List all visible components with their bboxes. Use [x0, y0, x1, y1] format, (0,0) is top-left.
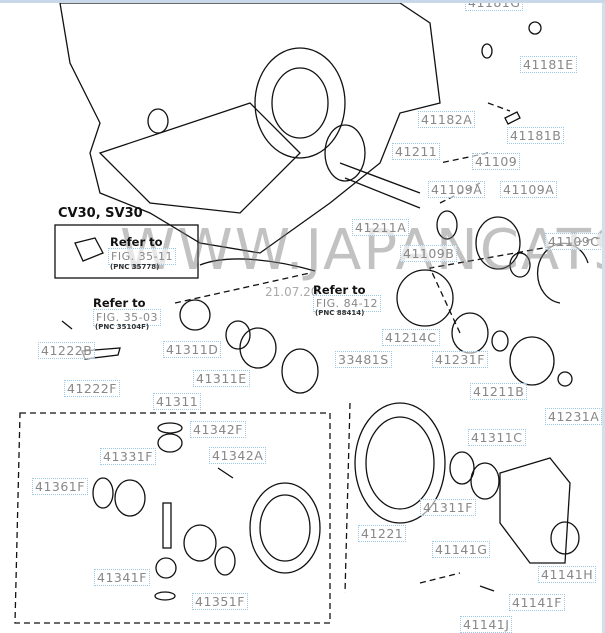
part-label[interactable]: 41342F [190, 421, 246, 438]
part-label[interactable]: 41221 [358, 525, 407, 542]
part-label[interactable]: 41141F [509, 594, 565, 611]
part-label[interactable]: 41351F [192, 593, 248, 610]
part-label[interactable]: 41211A [352, 219, 410, 236]
part-label[interactable]: 41331F [100, 448, 156, 465]
part-label[interactable]: 41181B [507, 127, 565, 144]
alt-part-box [54, 224, 199, 279]
part-label[interactable]: 41311E [193, 370, 250, 387]
part-label[interactable]: 41222F [64, 380, 120, 397]
refer-label: Refer to [313, 283, 366, 297]
part-label[interactable]: 41181G [465, 3, 524, 11]
pnc-label: (PNC 35104F) [95, 323, 150, 331]
part-label[interactable]: 41341F [94, 569, 150, 586]
part-label[interactable]: 41311 [153, 393, 202, 410]
fig-link[interactable]: FIG. 84-12 [313, 295, 382, 312]
part-label[interactable]: 41311F [420, 499, 476, 516]
part-label[interactable]: 41214C [382, 329, 440, 346]
arrow [199, 258, 316, 272]
part-label[interactable]: 41222B [38, 342, 96, 359]
part-label[interactable]: 41211B [470, 383, 528, 400]
refer-label: Refer to [110, 235, 163, 249]
part-label[interactable]: 41109A [500, 181, 558, 198]
part-label[interactable]: 41141H [538, 566, 597, 583]
fig-link[interactable]: FIG. 35-03 [93, 309, 162, 326]
model-note: CV30, SV30 [58, 206, 143, 221]
part-label[interactable]: 41211 [392, 143, 441, 160]
refer-label: Refer to [93, 296, 146, 310]
part-label[interactable]: 33481S [335, 351, 392, 368]
pnc-label: (PNC 35778) [110, 263, 160, 271]
part-label[interactable]: 41311C [468, 429, 526, 446]
part-label[interactable]: 41141J [460, 616, 513, 633]
part-label[interactable]: 41109A [428, 181, 486, 198]
part-label[interactable]: 41342A [209, 447, 267, 464]
exploded-drawing [14, 3, 601, 624]
part-label[interactable]: 41109B [400, 245, 458, 262]
transaxle-case [59, 3, 441, 254]
part-label[interactable]: 41231A [545, 408, 603, 425]
part-label[interactable]: 41361F [32, 478, 88, 495]
pnc-label: (PNC 88414) [315, 309, 365, 317]
part-label[interactable]: 41231F [432, 351, 488, 368]
part-label[interactable]: 41311D [163, 341, 222, 358]
part-label[interactable]: 41141G [432, 541, 491, 558]
part-label[interactable]: 41181E [520, 56, 577, 73]
part-label[interactable]: 41182A [418, 111, 476, 128]
date-stamp: 21.07.20 [265, 285, 319, 299]
part-label[interactable]: 41109 [472, 153, 521, 170]
fig-link[interactable]: FIG. 35-11 [108, 248, 177, 265]
part-label[interactable]: 41109C [545, 233, 603, 250]
